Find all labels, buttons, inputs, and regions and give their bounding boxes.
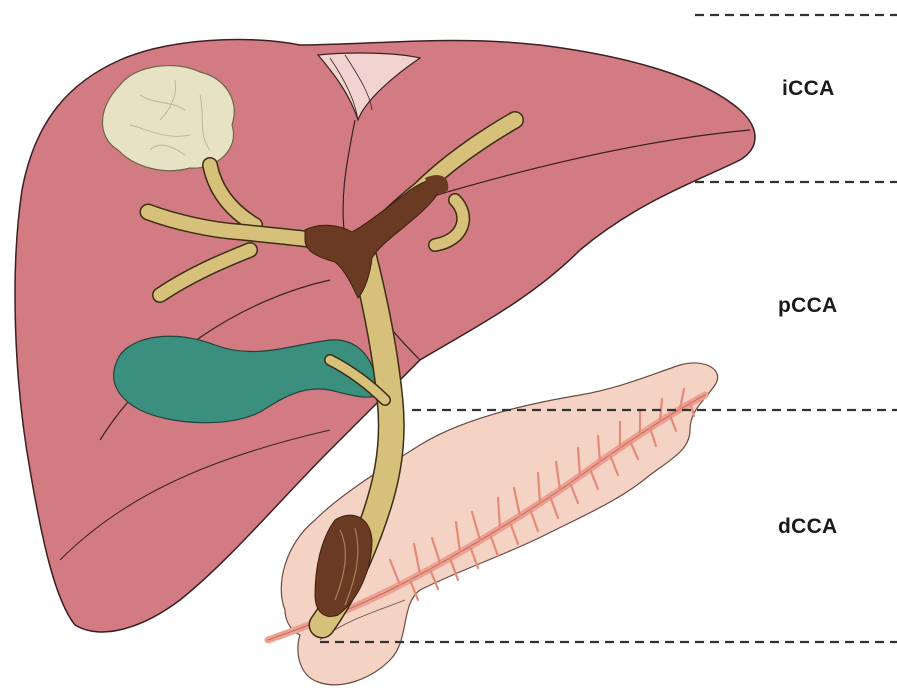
region-label-iCCA: iCCA [782,77,835,101]
region-label-dCCA: dCCA [778,515,838,539]
region-label-pCCA: pCCA [778,294,838,318]
